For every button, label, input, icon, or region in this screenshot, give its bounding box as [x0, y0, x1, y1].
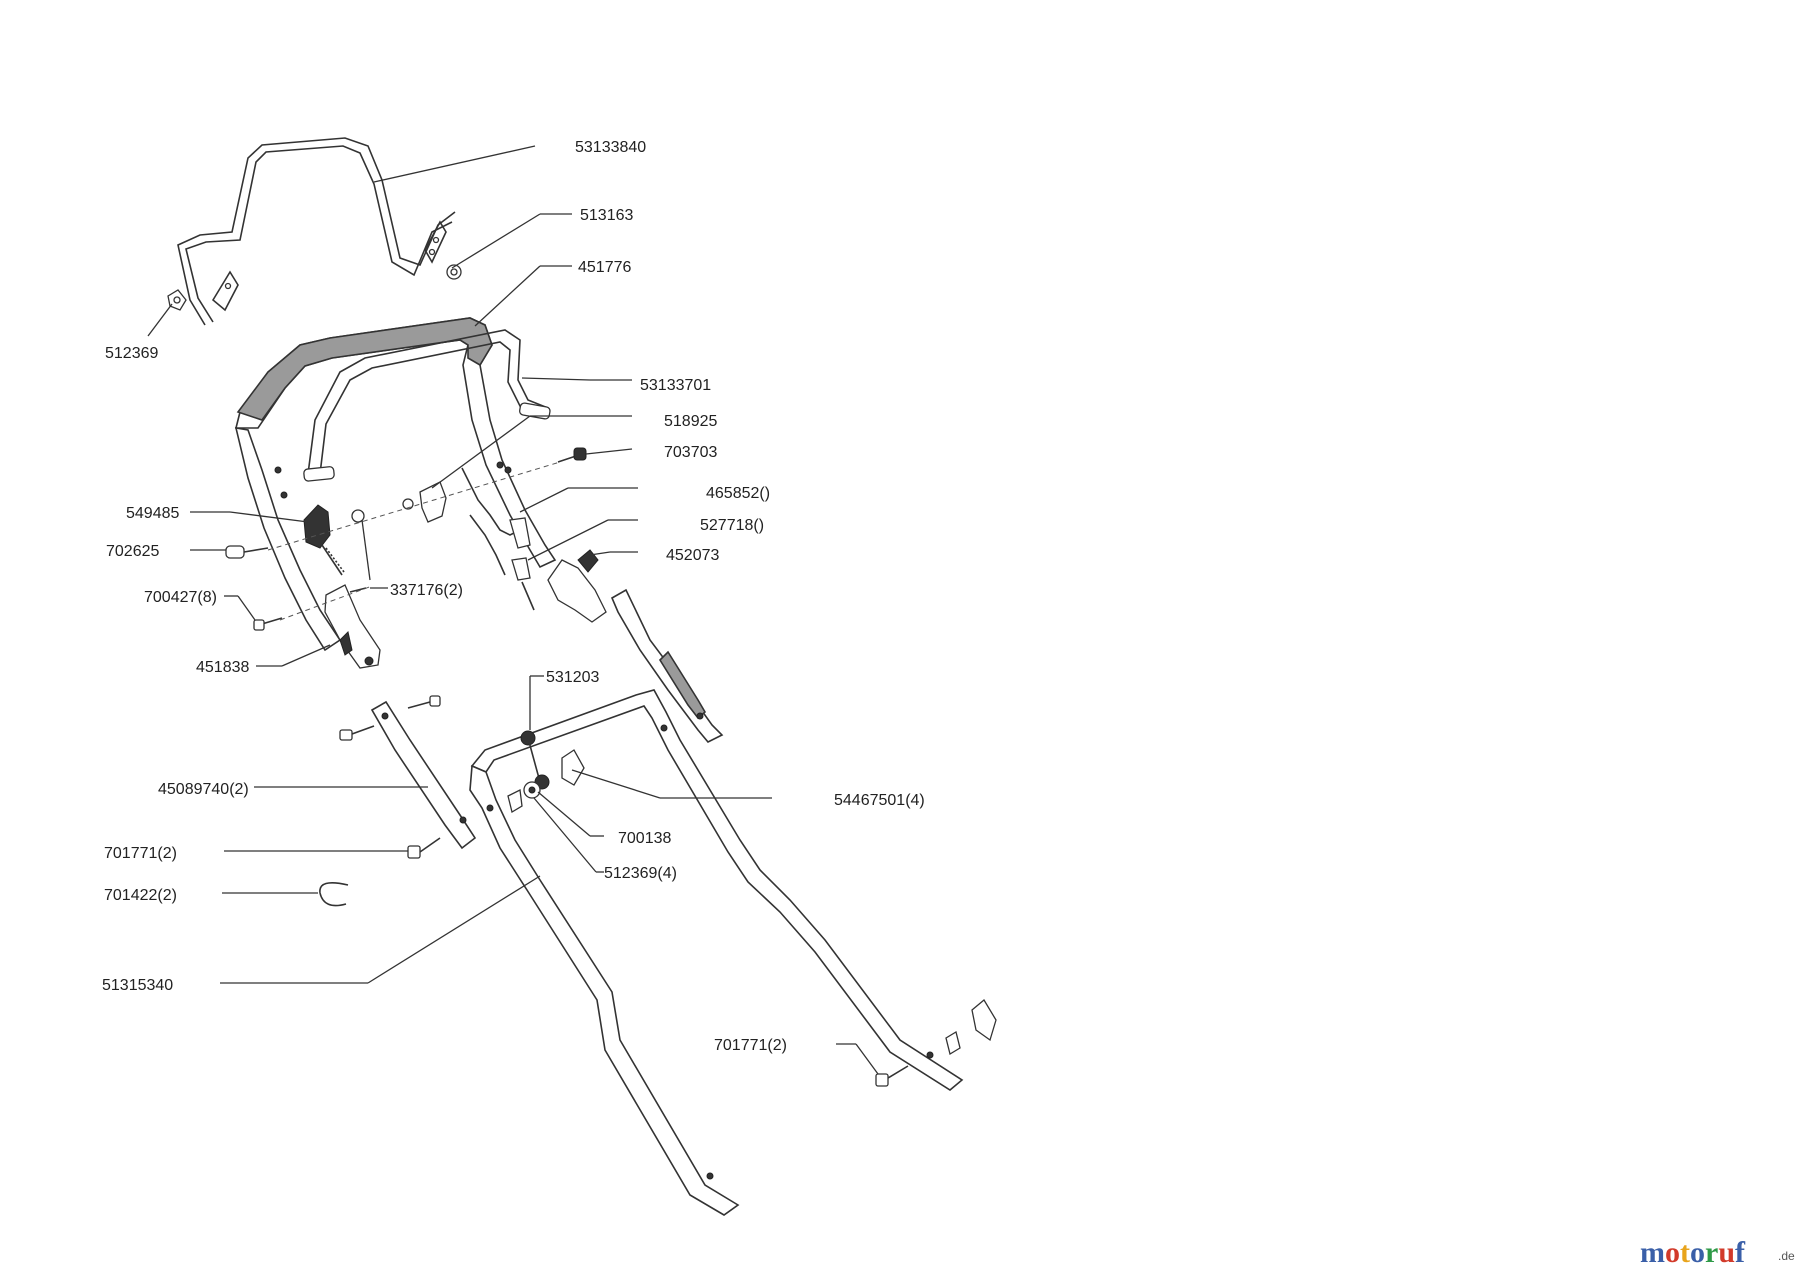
label-702625: 702625 [106, 543, 159, 560]
cables-465852-527718 [461, 467, 535, 611]
label-54467501: 54467501(4) [834, 792, 925, 809]
label-701771-right: 701771(2) [714, 1037, 787, 1054]
label-451838: 451838 [196, 659, 249, 676]
lower-handle-frame [469, 689, 964, 1216]
leader-lines [147, 145, 879, 1075]
label-549485: 549485 [126, 505, 179, 522]
middle-tube [610, 588, 724, 743]
lever-549485 [303, 504, 345, 576]
label-700138: 700138 [618, 830, 671, 847]
label-700427: 700427(8) [144, 589, 217, 606]
clip-701422 [319, 882, 349, 907]
watermark-letter: u [1718, 1236, 1735, 1269]
label-701422: 701422(2) [104, 887, 177, 904]
label-337176: 337176(2) [390, 582, 463, 599]
label-452073: 452073 [666, 547, 719, 564]
label-512369: 512369 [105, 345, 158, 362]
washer-700138 [523, 781, 541, 799]
screws-upper-clip [339, 695, 441, 741]
assembly-axis-1 [267, 461, 561, 551]
watermark-text: motoruf [1640, 1236, 1746, 1269]
screw-701771-left [407, 837, 441, 859]
inner-bail-bar [303, 329, 551, 482]
part-labels: 53133840 513163 451776 512369 53133701 5… [102, 139, 925, 1054]
assembly-axis-2 [279, 585, 373, 621]
label-451776: 451776 [578, 259, 631, 276]
label-701771-left: 701771(2) [104, 845, 177, 862]
screw-700427 [253, 617, 283, 631]
watermark-letter: o [1690, 1236, 1705, 1269]
screw-703703 [557, 447, 587, 463]
label-45089740: 45089740(2) [158, 781, 249, 798]
label-512369-4: 512369(4) [604, 865, 677, 882]
label-518925: 518925 [664, 413, 717, 430]
clip-tube-45089740 [370, 700, 477, 850]
label-531203: 531203 [546, 669, 599, 686]
nut-513163 [446, 264, 462, 280]
label-53133840: 53133840 [575, 139, 646, 156]
watermark-logo: motoruf .de [1640, 1236, 1795, 1269]
screw-701771-right [875, 1065, 909, 1087]
watermark-letter: m [1640, 1236, 1665, 1269]
watermark-letter: r [1705, 1236, 1718, 1269]
watermark-letter: f [1735, 1236, 1746, 1269]
nut-512369 [167, 289, 187, 311]
nuts-337176 [349, 498, 414, 593]
screw-702625 [225, 545, 269, 559]
label-53133701: 53133701 [640, 377, 711, 394]
label-513163: 513163 [580, 207, 633, 224]
cable-clamp-452073 [547, 549, 607, 623]
watermark-suffix: .de [1778, 1249, 1795, 1263]
label-527718: 527718() [700, 517, 764, 534]
upper-bail-bar [177, 137, 456, 326]
label-51315340: 51315340 [102, 977, 173, 994]
clamps-54467501 [507, 749, 997, 1056]
label-703703: 703703 [664, 444, 717, 461]
watermark-letter: t [1680, 1236, 1690, 1269]
label-465852: 465852() [706, 485, 770, 502]
handle-bracket-451838 [324, 584, 381, 669]
upper-handle [234, 317, 557, 652]
watermark-letter: o [1665, 1236, 1680, 1269]
